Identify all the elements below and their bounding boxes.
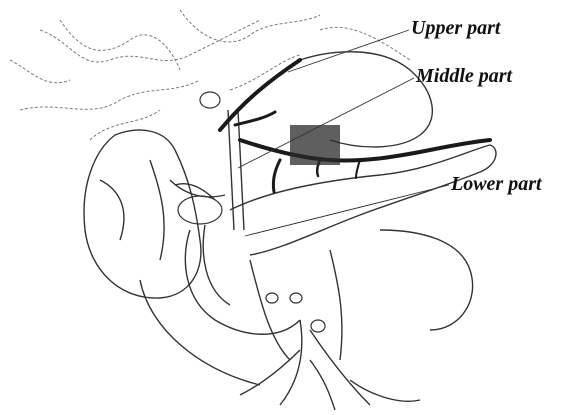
label-lower-part: Lower part (451, 174, 542, 194)
label-upper-part: Upper part (411, 18, 500, 38)
organ-outlines (84, 52, 496, 410)
leader-lines (238, 30, 449, 236)
shaded-region (290, 125, 340, 165)
liver-sketch (10, 10, 410, 140)
leader-line-upper (288, 30, 409, 72)
label-middle-part: Middle part (416, 66, 512, 86)
